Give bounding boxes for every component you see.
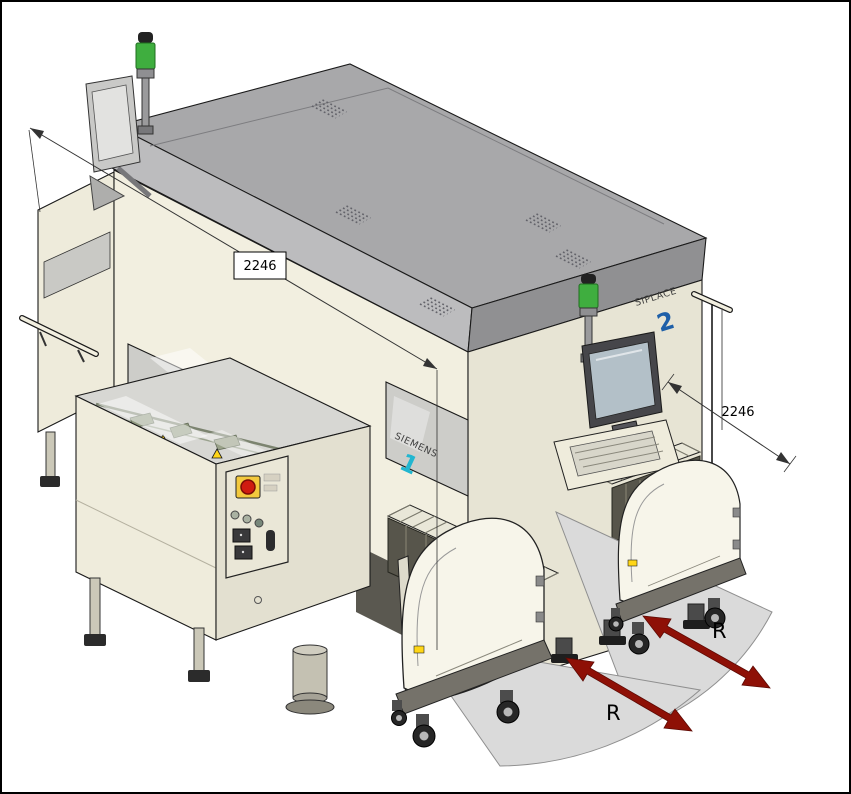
module-leg	[89, 577, 101, 637]
dimension-top: 2246	[28, 127, 438, 650]
wheel-hub	[711, 614, 719, 622]
radius-label-inner: R	[606, 701, 621, 725]
machine-foot	[555, 637, 573, 657]
tower2-cap	[581, 274, 596, 284]
glass-streak	[98, 396, 208, 444]
rail-mount	[39, 331, 47, 347]
right-handrail	[692, 292, 732, 312]
tower1-pole	[141, 75, 150, 131]
module-leg	[193, 627, 205, 673]
panel-label	[263, 484, 278, 492]
dimension-arrowhead	[668, 382, 682, 394]
warning-triangle-icon	[211, 448, 223, 459]
socket-pin	[241, 550, 245, 554]
dimension-tick	[783, 455, 797, 473]
dimension-arrowhead	[776, 452, 790, 464]
dimension-line	[667, 381, 791, 465]
operator-control-panel	[225, 455, 289, 579]
cart-hinge	[535, 611, 545, 623]
radius-label-outer: R	[712, 619, 727, 643]
pedestal-base	[285, 699, 335, 715]
wheel-hub	[503, 707, 513, 717]
handrails	[19, 291, 733, 466]
warning-sticker	[627, 559, 638, 567]
machine-foot	[687, 603, 705, 623]
monitor-screen	[91, 84, 134, 162]
tower1-cap	[138, 32, 153, 43]
cart-hinge	[732, 539, 741, 550]
signal-tower-1	[135, 32, 156, 135]
panel-button	[230, 510, 240, 520]
door-handle	[254, 596, 262, 604]
caster-mount	[611, 608, 620, 618]
machine-foot	[40, 476, 60, 487]
swing-radius-annotations: R R	[565, 615, 771, 732]
cart-hinge	[732, 507, 741, 518]
front-window-module1	[385, 381, 469, 497]
board-handling-module	[40, 357, 372, 682]
tower2-base	[579, 307, 598, 317]
pedestal-body	[292, 649, 328, 699]
panel-seam	[75, 499, 217, 569]
caster-mount	[632, 622, 644, 634]
panel-button	[242, 514, 252, 524]
feeder-cart-2	[608, 459, 747, 655]
module-leg	[45, 431, 56, 479]
caster-mount	[392, 700, 402, 711]
left-handrail	[20, 316, 98, 356]
wheel-hub	[635, 640, 643, 648]
dimension-label-box	[233, 251, 287, 280]
caster-mount	[416, 714, 429, 728]
operator-monitor-right	[553, 331, 681, 491]
dimension-right: 2246	[661, 373, 797, 473]
monitor-screen	[588, 341, 656, 420]
dimension-top-value: 2246	[243, 259, 276, 274]
keyboard-key-rows	[574, 436, 664, 468]
placement-machine: SIEMENS 1 SIPLACE 2	[19, 32, 733, 715]
dimension-tick	[661, 373, 675, 391]
rail-mount	[77, 349, 85, 363]
left-end-window	[43, 231, 111, 299]
panel-label	[263, 473, 281, 482]
pedestal-top	[292, 644, 328, 656]
pedestal-foot	[285, 644, 335, 715]
extension-line	[28, 129, 41, 213]
cart-hinge	[535, 575, 545, 587]
radius-arrow-outer-icon	[642, 615, 771, 689]
caster-mount	[500, 690, 513, 703]
wheel-hub	[419, 731, 429, 741]
hood-seam	[149, 87, 665, 225]
radius-arrow-inner-icon	[565, 657, 693, 732]
monitor-arm	[116, 166, 152, 198]
screen-glare	[595, 349, 643, 361]
socket-pin	[239, 533, 243, 537]
dimension-line	[29, 127, 438, 370]
machine-feet	[551, 603, 710, 663]
monitor-bracket	[89, 175, 126, 211]
feeder-cart-1	[391, 517, 553, 748]
panel-button	[254, 518, 264, 528]
wheel-hub	[613, 621, 619, 627]
glass-streak	[390, 396, 430, 452]
tower1-green-lamp-icon	[135, 42, 156, 70]
cart-cover-seam	[416, 547, 457, 667]
tower1-mount	[137, 125, 154, 135]
dimension-arrowhead	[423, 358, 437, 369]
foot-pad	[683, 620, 710, 629]
handset-holder	[266, 530, 275, 551]
tower1-base	[136, 68, 155, 79]
tower2-green-lamp-icon	[578, 283, 599, 309]
machine-foot	[188, 670, 210, 682]
machine-foot	[84, 634, 106, 646]
dimension-arrowhead	[30, 128, 44, 139]
emergency-stop-button	[240, 479, 256, 495]
operator-monitor-left	[85, 75, 152, 211]
foot-pad	[599, 636, 626, 645]
wheel-hub	[396, 715, 402, 721]
warning-sticker	[413, 645, 425, 654]
dimension-right-value: 2246	[721, 405, 754, 420]
caster-mount	[708, 598, 720, 610]
